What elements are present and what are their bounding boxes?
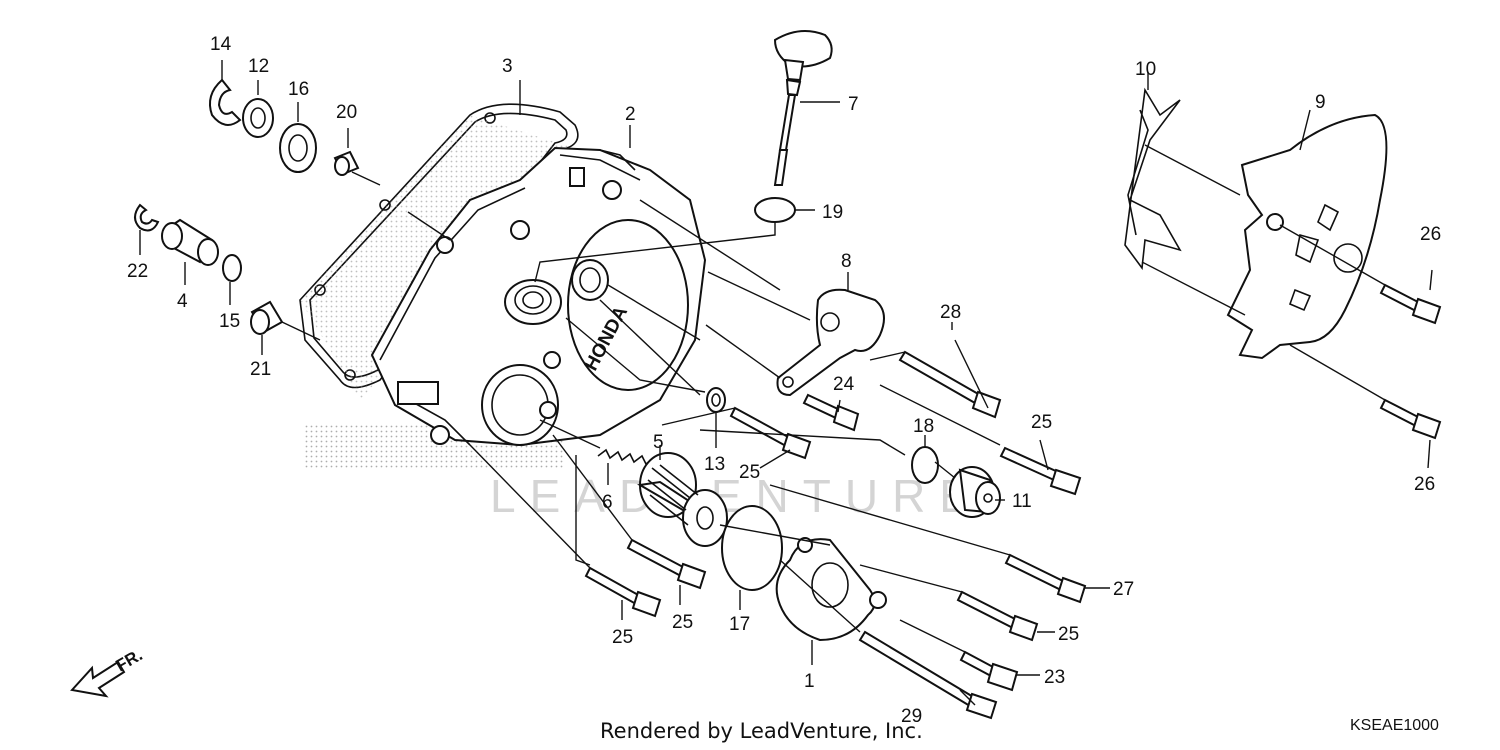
part-22-circlip[interactable] — [134, 203, 160, 232]
part-4-joint-pipe[interactable] — [161, 218, 219, 266]
callout-3: 3 — [502, 56, 513, 77]
bolt-24[interactable] — [802, 393, 860, 432]
callout-26-lower: 26 — [1414, 474, 1435, 495]
callout-27: 27 — [1113, 579, 1134, 600]
callout-8: 8 — [841, 251, 852, 272]
callout-7: 7 — [848, 94, 859, 115]
bolt-27[interactable] — [1004, 553, 1087, 604]
bolt-28[interactable] — [898, 350, 1002, 419]
callout-2: 2 — [625, 104, 636, 125]
callout-25-upper-right: 25 — [1031, 412, 1052, 433]
bolt-23[interactable] — [959, 650, 1019, 692]
part-11-plug[interactable] — [949, 466, 1001, 518]
part-18-o-ring[interactable] — [911, 446, 939, 484]
part-16-oil-seal[interactable] — [279, 123, 317, 173]
callout-25-lower-right: 25 — [1058, 624, 1079, 645]
bolt-29[interactable] — [858, 630, 998, 720]
part-14-circlip[interactable] — [209, 78, 242, 126]
callout-12: 12 — [248, 56, 269, 77]
part-17-o-ring[interactable] — [721, 505, 783, 591]
callout-25-lower-left-b: 25 — [672, 612, 693, 633]
part-8-bracket[interactable] — [776, 288, 885, 397]
leader-lines — [139, 60, 1433, 706]
callout-28: 28 — [940, 302, 961, 323]
callout-25-mid: 25 — [739, 462, 760, 483]
callout-24: 24 — [833, 374, 855, 395]
bolt-26-upper[interactable] — [1379, 283, 1442, 325]
rendered-by-credit: Rendered by LeadVenture, Inc. — [600, 719, 923, 743]
part-5-oil-filter[interactable] — [637, 452, 728, 547]
part-7-dipstick[interactable] — [773, 30, 833, 186]
callout-5: 5 — [653, 432, 664, 453]
part-13-washer[interactable] — [706, 387, 726, 413]
callout-13: 13 — [704, 454, 725, 475]
callout-20: 20 — [336, 102, 357, 123]
callout-25-lower-left-a: 25 — [612, 627, 633, 648]
callout-23: 23 — [1044, 667, 1065, 688]
part-10-gasket[interactable] — [1124, 87, 1182, 271]
callout-15: 15 — [219, 311, 240, 332]
arrow-left-icon — [70, 660, 126, 698]
part-2-crankcase-cover[interactable]: HONDA — [300, 115, 707, 447]
bolt-25-lower-left-a[interactable] — [584, 566, 662, 618]
callout-6: 6 — [602, 492, 613, 513]
bolt-25-mid[interactable] — [729, 406, 812, 460]
part-19-o-ring[interactable] — [754, 197, 796, 223]
callout-22: 22 — [127, 261, 148, 282]
callout-labels: 1 2 3 4 5 6 7 8 9 10 11 12 13 14 15 16 1… — [127, 34, 1441, 727]
watermark-text: LEADVENTURE — [490, 470, 984, 522]
callout-18: 18 — [913, 416, 934, 437]
part-15-o-ring[interactable] — [222, 254, 242, 282]
callout-4: 4 — [177, 291, 188, 312]
callout-10: 10 — [1135, 59, 1156, 80]
part-21-dowel-pin[interactable] — [250, 300, 284, 335]
callout-17: 17 — [729, 614, 750, 635]
bolt-26-lower[interactable] — [1379, 398, 1442, 440]
callout-26-upper: 26 — [1420, 224, 1441, 245]
callout-14: 14 — [210, 34, 232, 55]
callout-9: 9 — [1315, 92, 1326, 113]
callout-29: 29 — [901, 706, 922, 727]
part-12-washer[interactable] — [242, 98, 274, 138]
callout-21: 21 — [250, 359, 271, 380]
part-1-filter-cover[interactable] — [775, 537, 887, 642]
part-20-dowel-pin[interactable] — [333, 150, 360, 176]
front-direction-marker: FR. — [70, 645, 146, 698]
bolt-25-lower-right[interactable] — [956, 590, 1039, 642]
part-9-sprocket-cover[interactable] — [1226, 113, 1388, 360]
callout-11: 11 — [1012, 491, 1032, 512]
bolt-25-lower-left-b[interactable] — [626, 538, 707, 590]
bolt-25-upper-right[interactable] — [999, 446, 1082, 496]
callout-16: 16 — [288, 79, 309, 100]
callout-1: 1 — [804, 671, 815, 692]
callout-19: 19 — [822, 202, 843, 223]
diagram-code: KSEAE1000 — [1350, 717, 1439, 734]
